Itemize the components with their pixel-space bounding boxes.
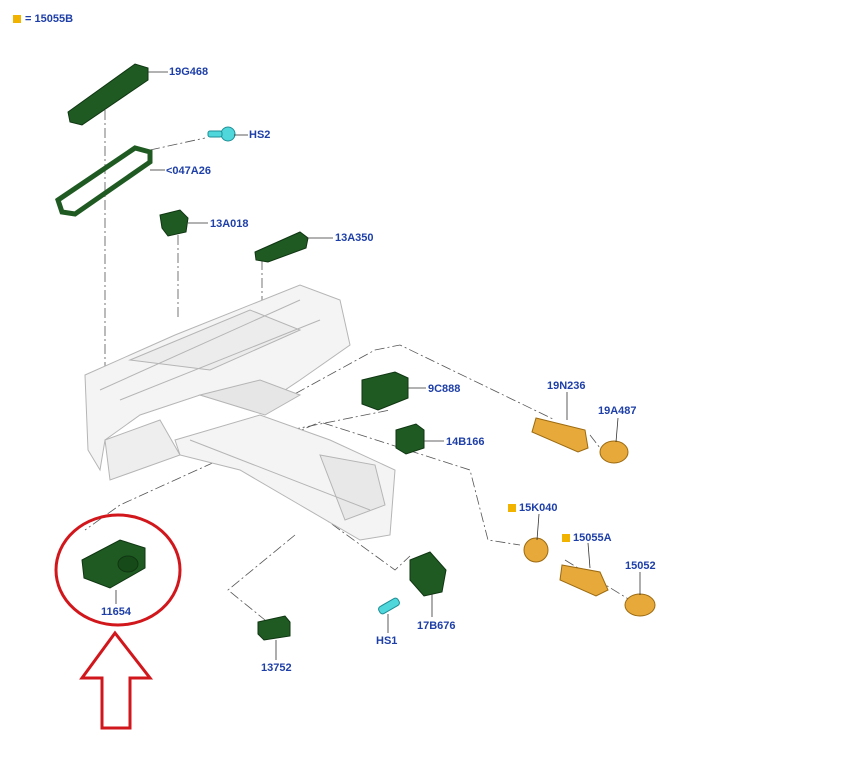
part-13752-shape xyxy=(257,615,291,641)
label-15052: 15052 xyxy=(625,560,656,572)
label-HS2: HS2 xyxy=(249,129,271,141)
part-19G468-shape xyxy=(67,63,149,126)
label-13A350: 13A350 xyxy=(335,232,374,244)
legend-text: = 15055B xyxy=(25,13,74,25)
part-HS1-shape xyxy=(378,597,400,615)
label-15K040: 15K040 xyxy=(508,502,558,514)
part-17B676-shape xyxy=(409,551,447,597)
label-17B676: 17B676 xyxy=(417,620,456,632)
label-15K040-text: 15K040 xyxy=(519,502,558,514)
label-15055A-text: 15055A xyxy=(573,532,612,544)
legend: = 15055B xyxy=(13,13,73,25)
part-15055A-shape xyxy=(559,564,609,597)
label-13A018: 13A018 xyxy=(210,218,249,230)
label-11654: 11654 xyxy=(101,606,131,618)
part-HS2-shape xyxy=(207,126,236,142)
dashboard-sketch xyxy=(84,284,396,541)
leader-lines xyxy=(84,110,631,621)
label-047A26: <047A26 xyxy=(166,165,211,177)
legend-swatch xyxy=(13,15,21,23)
part-15052-shape xyxy=(624,593,656,617)
label-ticks xyxy=(115,71,641,660)
label-19A487: 19A487 xyxy=(598,405,637,417)
part-13A350-shape xyxy=(254,231,309,263)
highlight-circle xyxy=(54,513,182,627)
part-13A018-shape xyxy=(159,209,189,237)
part-14B166-shape xyxy=(395,423,425,455)
label-13752: 13752 xyxy=(261,662,292,674)
part-11654-shape xyxy=(81,539,146,589)
label-19N236: 19N236 xyxy=(547,380,586,392)
part-19N236-shape xyxy=(531,417,589,453)
highlight-arrow xyxy=(79,630,154,730)
label-15K040-marker xyxy=(508,504,516,512)
part-9C888-shape xyxy=(361,371,409,411)
part-15K040-shape xyxy=(523,537,549,563)
part-19A487-shape xyxy=(599,440,629,464)
part-047A26-shape xyxy=(55,145,153,217)
label-15055A: 15055A xyxy=(562,532,612,544)
label-19G468: 19G468 xyxy=(169,66,209,78)
label-9C888: 9C888 xyxy=(428,383,461,395)
label-HS1: HS1 xyxy=(376,635,398,647)
label-15055A-marker xyxy=(562,534,570,542)
label-14B166: 14B166 xyxy=(446,436,485,448)
